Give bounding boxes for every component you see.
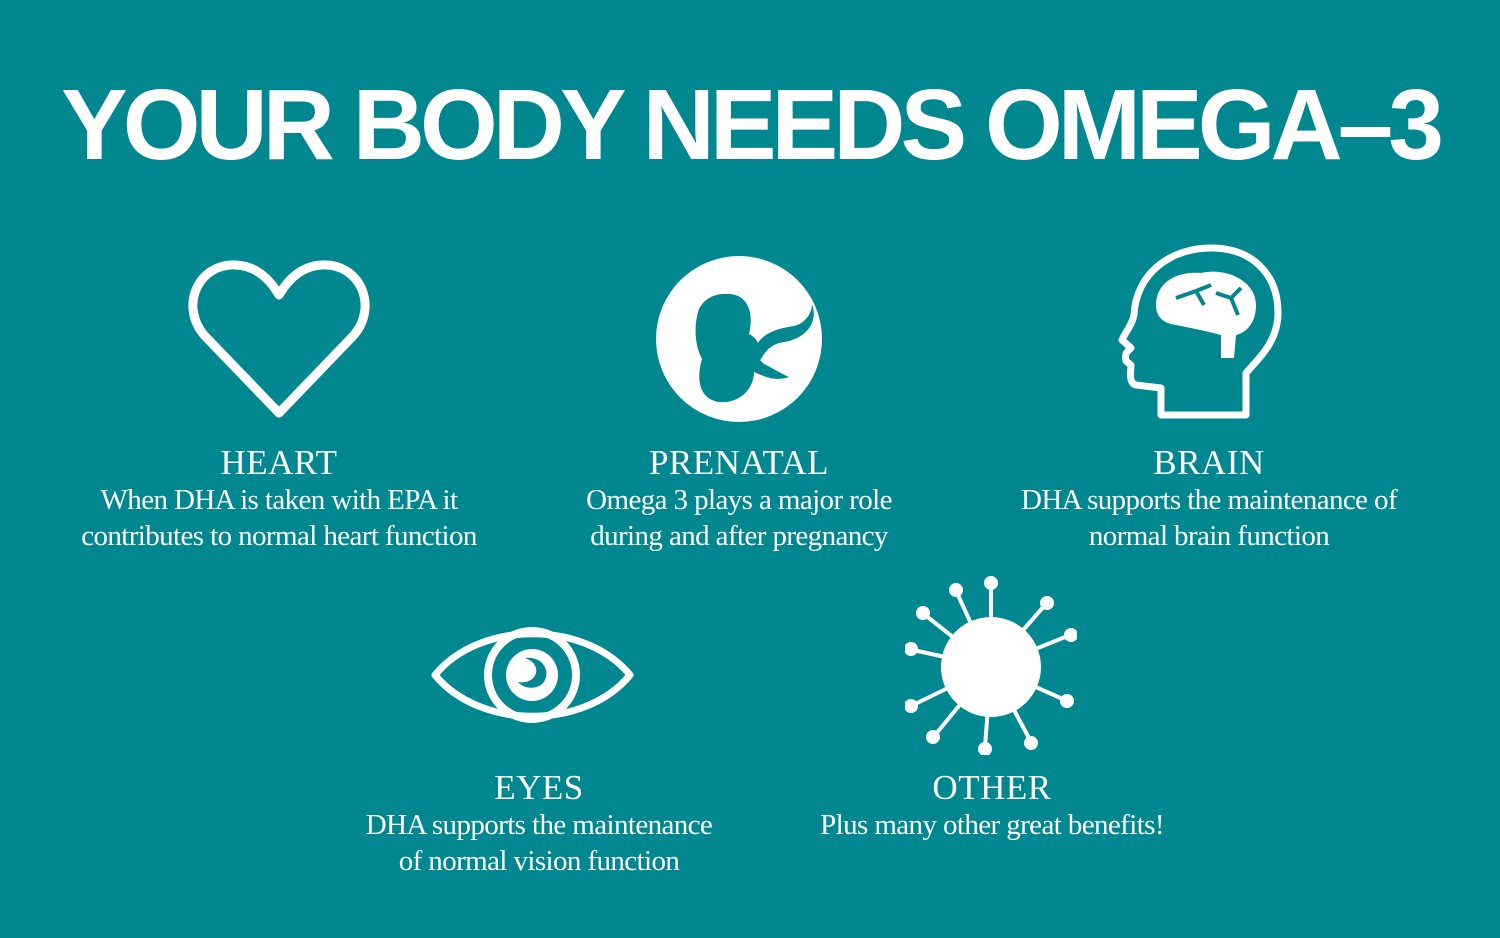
benefit-text: DHA supports the maintenance of — [1020, 484, 1398, 516]
benefit-heading: PRENATAL — [648, 443, 830, 482]
heart-icon — [188, 260, 370, 418]
benefit-text: When DHA is taken with EPA it — [100, 484, 459, 516]
brain-head-icon — [1118, 244, 1282, 419]
virus-icon — [905, 576, 1077, 755]
eye-icon — [431, 627, 634, 723]
benefit-heading: HEART — [220, 443, 338, 482]
benefit-heart: HEART When DHA is taken with EPA it cont… — [19, 444, 539, 554]
benefit-text: DHA supports the maintenance — [365, 809, 713, 841]
benefit-text: contributes to normal heart function — [81, 520, 477, 552]
benefit-text: Omega 3 plays a major role — [586, 484, 892, 516]
page-title: YOUR BODY NEEDS OMEGA–3 — [61, 69, 1444, 181]
benefit-prenatal: PRENATAL Omega 3 plays a major role duri… — [479, 444, 999, 554]
benefit-eyes: EYES DHA supports the maintenance of nor… — [279, 769, 799, 879]
benefit-heading: OTHER — [932, 768, 1052, 807]
fetus-icon — [656, 256, 822, 422]
benefit-text: normal brain function — [1088, 520, 1330, 552]
benefit-heading: BRAIN — [1153, 443, 1265, 482]
benefit-text: during and after pregnancy — [590, 520, 888, 552]
benefit-heading: EYES — [494, 768, 584, 807]
benefit-text: of normal vision function — [398, 845, 680, 877]
benefit-other: OTHER Plus many other great benefits! — [732, 769, 1252, 843]
benefit-text: Plus many other great benefits! — [820, 809, 1164, 841]
benefit-brain: BRAIN DHA supports the maintenance of no… — [949, 444, 1469, 554]
